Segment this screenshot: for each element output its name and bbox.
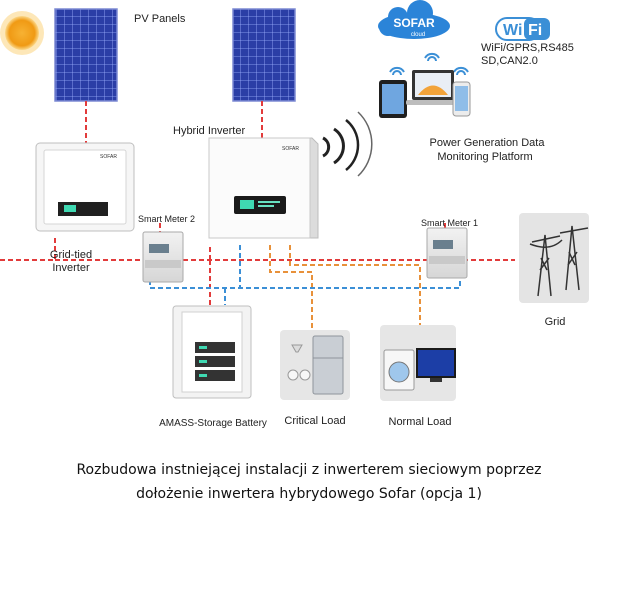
pv-panel-left [54, 8, 118, 102]
grid-tied-inverter-label-1: Grid-tied [50, 249, 92, 261]
comm-label-2: SD,CAN2.0 [481, 55, 538, 67]
load-lines [269, 245, 421, 330]
platform-label-1: Power Generation Data [430, 137, 546, 149]
normal-load-label: Normal Load [389, 416, 452, 428]
pv-panels-label: PV Panels [134, 13, 186, 25]
grid-tower-icon [519, 213, 589, 303]
hybrid-inverter: SOFAR [208, 137, 319, 239]
diagram-caption: Rozbudowa instniejącej instalacji z inwe… [0, 458, 618, 506]
sofar-cloud-logo: SOFAR cloud [378, 0, 450, 39]
grid-label: Grid [545, 316, 566, 328]
comm-label-1: WiFi/GPRS,RS485 [481, 42, 574, 54]
critical-load-appliances [280, 330, 350, 400]
svg-text:Wi: Wi [503, 22, 522, 39]
hybrid-inverter-label: Hybrid Inverter [173, 125, 245, 137]
critical-load-label: Critical Load [284, 415, 345, 427]
wireless-signal-icon [322, 111, 373, 177]
storage-battery [172, 305, 252, 399]
pv-panel-right [232, 8, 296, 102]
wifi-logo: Wi Fi [495, 17, 550, 41]
normal-load-appliances [380, 325, 456, 401]
smart-meter-1-label: Smart Meter 1 [421, 218, 478, 228]
caption-line-1: Rozbudowa instniejącej instalacji z inwe… [76, 462, 542, 478]
smart-meter-1 [426, 227, 468, 279]
platform-label-2: Monitoring Platform [437, 151, 532, 163]
battery-label: AMASS-Storage Battery [159, 418, 267, 429]
svg-text:Fi: Fi [528, 22, 542, 39]
sun-icon [0, 11, 44, 55]
inverter-brand: SOFAR [282, 146, 299, 152]
comm-lines [149, 240, 461, 305]
grid-tied-inverter-label-2: Inverter [52, 262, 90, 274]
caption-line-2: dołożenie inwertera hybrydowego Sofar (o… [136, 486, 482, 502]
svg-text:cloud: cloud [411, 32, 425, 38]
grid-tied-inverter: SOFAR [35, 142, 135, 232]
smart-meter-2-label: Smart Meter 2 [138, 214, 195, 224]
svg-text:SOFAR: SOFAR [393, 16, 435, 30]
svg-text:SOFAR: SOFAR [100, 154, 117, 160]
smart-meter-2 [142, 231, 184, 283]
monitoring-devices-icon [379, 52, 471, 118]
